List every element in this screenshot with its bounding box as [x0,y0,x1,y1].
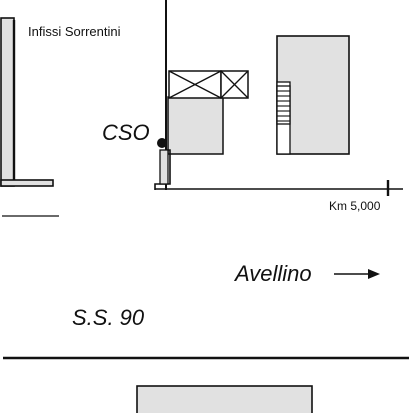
plant-entrance-notch [154,149,171,190]
road-label: S.S. 90 [72,305,145,330]
stairs [276,85,291,125]
direction-label: Avellino [235,261,312,286]
left-building-wall [0,17,15,187]
left-building [0,17,54,187]
right-arrow-icon [334,269,380,279]
bottom-building [136,385,313,413]
gantry-box-small-diag-2 [220,70,249,99]
cso-label: CSO [102,120,150,145]
right-building [276,35,350,155]
plant-entrance-post [159,149,169,185]
left-building-base [0,179,54,187]
stairs-frame [276,85,291,125]
gantry-box-large-diag-2 [168,70,222,99]
plant-building [167,96,224,155]
km-marker-label: Km 5,000 [329,199,381,213]
business-label: Infissi Sorrentini [28,24,121,39]
central-plant [154,0,249,190]
cso-point-icon [157,138,167,148]
